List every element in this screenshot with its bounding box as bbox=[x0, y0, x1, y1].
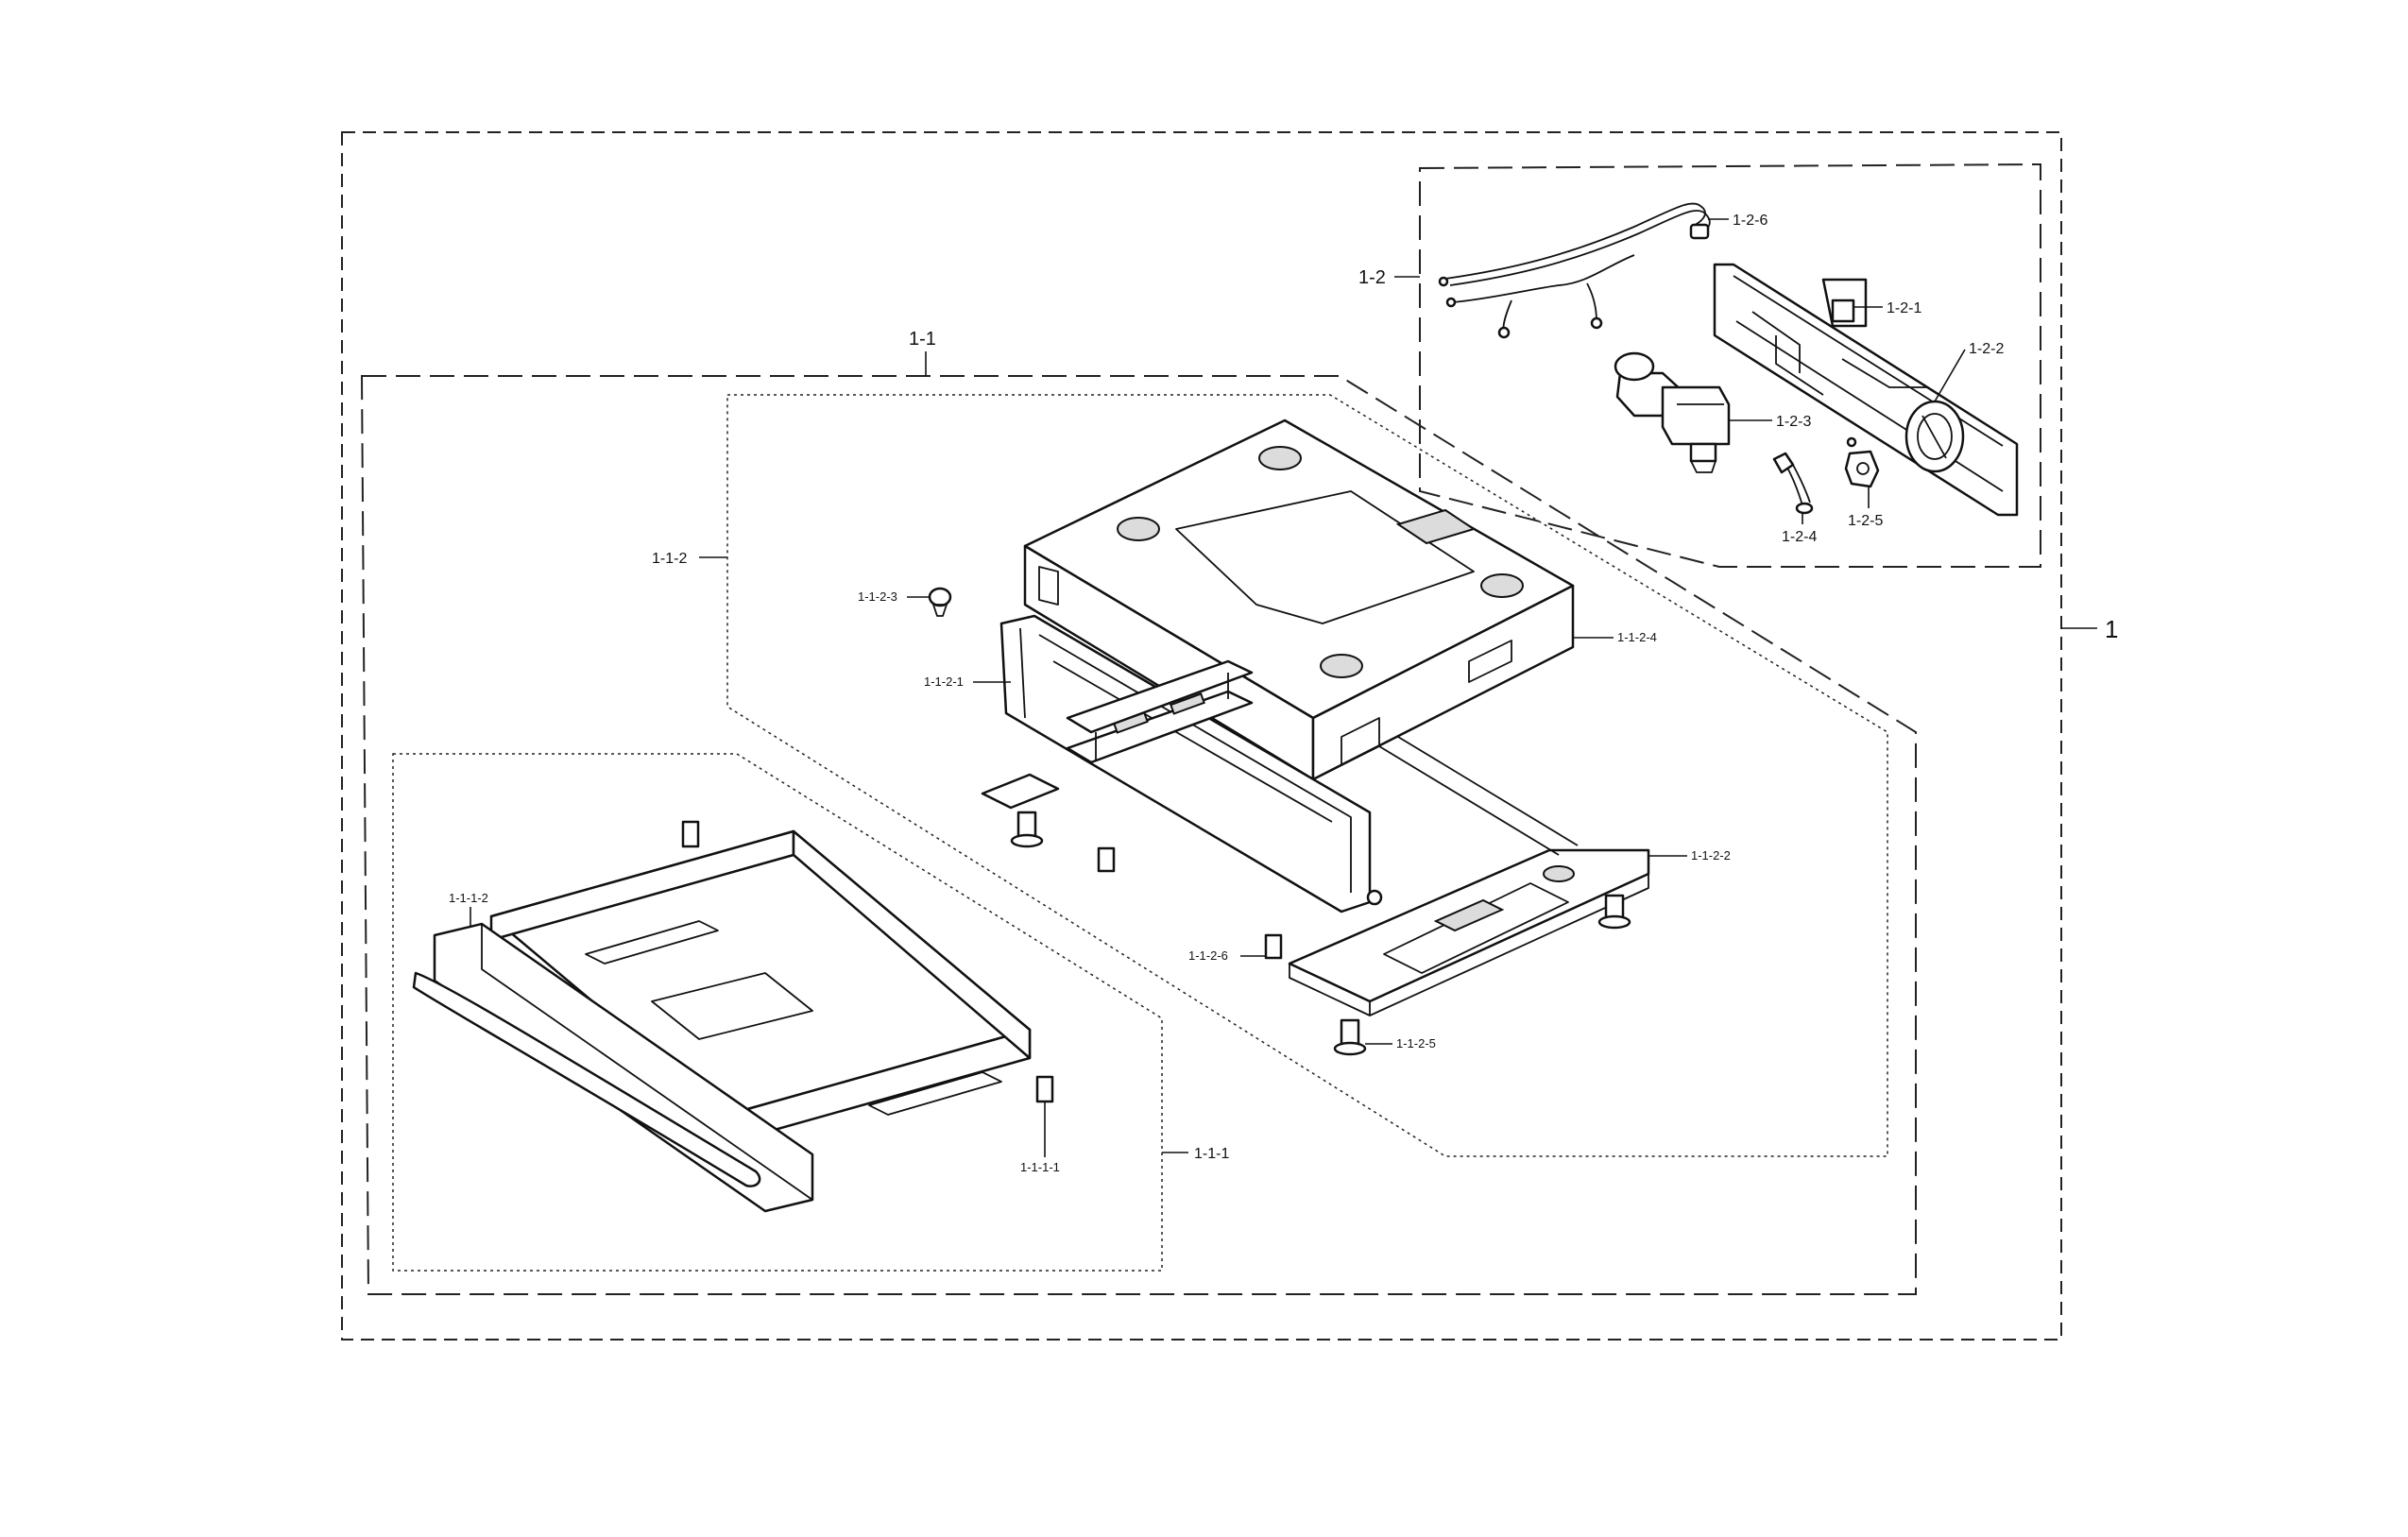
bracket-1-1-2-6 bbox=[1097, 846, 1283, 960]
label-1-2-1: 1-2-1 bbox=[1887, 300, 1921, 316]
clip-1-1-2-3 bbox=[928, 587, 952, 617]
pedestal-top-panel bbox=[1023, 418, 1575, 781]
label-1-2-6: 1-2-6 bbox=[1733, 213, 1768, 229]
label-1-1-2-6: 1-1-2-6 bbox=[1188, 948, 1228, 963]
drawer-glide-1-1-1-1 bbox=[681, 820, 1054, 1103]
leader-1-2-2 bbox=[1934, 349, 1966, 402]
base-frame-1-1-2-2 bbox=[981, 736, 1650, 1016]
knob-1-2-5 bbox=[1844, 436, 1880, 488]
label-1-2-2: 1-2-2 bbox=[1969, 341, 2004, 357]
rail-frame bbox=[1066, 659, 1254, 764]
label-1-1-2-2: 1-1-2-2 bbox=[1691, 848, 1731, 862]
label-1-2: 1-2 bbox=[1358, 267, 1386, 288]
label-1-1-1: 1-1-1 bbox=[1194, 1146, 1229, 1162]
label-1-2-5: 1-2-5 bbox=[1848, 513, 1883, 529]
frame-subassembly-1-1-2 bbox=[726, 394, 1888, 1157]
label-1-2-4: 1-2-4 bbox=[1782, 529, 1817, 545]
label-1-1-1-1: 1-1-1-1 bbox=[1020, 1160, 1060, 1174]
knob-shaft-1-2-4 bbox=[1772, 452, 1814, 515]
drawer-assembly-1-1-1 bbox=[489, 829, 1032, 1145]
label-1: 1 bbox=[2105, 615, 2118, 643]
control-knob-2 bbox=[1904, 400, 1965, 473]
label-1-1-1-2: 1-1-1-2 bbox=[449, 891, 488, 905]
drawer-front-panel-1-1-1-2 bbox=[412, 922, 814, 1213]
wire-harness bbox=[1438, 202, 1711, 339]
frame-assembly-1 bbox=[341, 131, 2062, 1341]
frame-subassembly-1-1 bbox=[360, 375, 1917, 1295]
label-1-2-3: 1-2-3 bbox=[1776, 414, 1811, 430]
label-1-1-2: 1-1-2 bbox=[652, 551, 687, 567]
label-1-1-2-3: 1-1-2-3 bbox=[858, 589, 897, 604]
frame-subassembly-1-1-1 bbox=[392, 753, 1163, 1272]
label-1-1-2-5: 1-1-2-5 bbox=[1396, 1036, 1436, 1050]
label-1-1: 1-1 bbox=[909, 329, 936, 350]
leveling-foot-1-1-2-5 bbox=[1010, 811, 1631, 1056]
screw-small bbox=[1366, 889, 1383, 906]
label-1-1-2-4: 1-1-2-4 bbox=[1617, 630, 1657, 644]
frame-subassembly-1-2 bbox=[1419, 162, 2041, 568]
selector-switch-1-2-3 bbox=[1614, 351, 1731, 473]
label-1-1-2-1: 1-1-2-1 bbox=[924, 675, 964, 689]
